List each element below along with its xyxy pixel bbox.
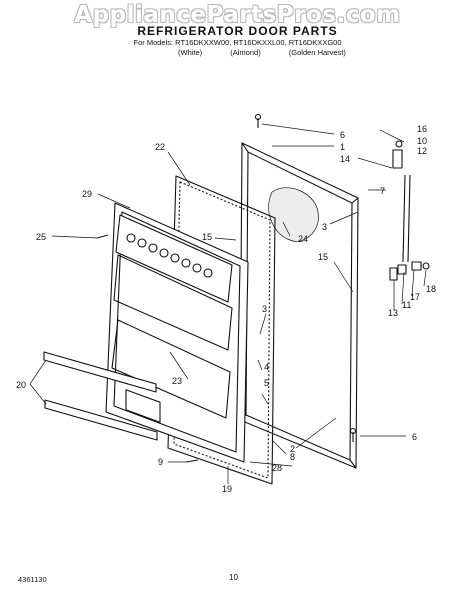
callout-28: 28 [272, 463, 282, 473]
color-golden-harvest: (Golden Harvest) [288, 48, 346, 57]
callout-14: 14 [340, 154, 350, 164]
page-number: 10 [229, 573, 238, 582]
model-list: For Models: RT16DKXXW00, RT16DKXXL00, RT… [133, 38, 342, 47]
bottom-hinge-parts [389, 261, 430, 281]
callout-22: 22 [155, 142, 165, 152]
callout-13: 13 [388, 308, 398, 318]
callout-12: 12 [417, 146, 427, 156]
egg-tray [115, 214, 233, 303]
callout-6-lower: 6 [412, 432, 417, 442]
callout-24: 24 [298, 234, 308, 244]
page-title: REFRIGERATOR DOOR PARTS [137, 24, 338, 38]
callout-5: 5 [264, 378, 269, 388]
callout-2: 2 [290, 444, 295, 454]
callout-11: 11 [402, 300, 411, 310]
document-code: 4361130 [18, 575, 47, 584]
outer-door-panel [239, 142, 359, 469]
callout-18: 18 [426, 284, 436, 294]
callout-3-upper: 3 [322, 222, 327, 232]
callout-29: 29 [82, 189, 92, 199]
callout-7: 7 [380, 186, 385, 196]
callout-8: 8 [290, 452, 295, 462]
top-hinge-assembly [392, 140, 411, 263]
callout-23: 23 [172, 376, 182, 386]
color-labels: (White) (Almond) (Golden Harvest) [178, 48, 372, 57]
watermark-logo: AppliancePartsPros.com [74, 2, 401, 28]
callout-25: 25 [36, 232, 46, 242]
color-almond: (Almond) [230, 48, 261, 57]
callout-16: 16 [417, 124, 427, 134]
screws [96, 113, 357, 463]
callout-19: 19 [222, 484, 232, 494]
callout-15-lower: 15 [318, 252, 328, 262]
callout-20: 20 [16, 380, 26, 390]
color-white: (White) [178, 48, 203, 57]
shelf-bars [43, 351, 158, 441]
callout-10: 10 [417, 136, 427, 146]
callout-3-lower: 3 [262, 304, 267, 314]
callout-1: 1 [340, 142, 345, 152]
leader-lines [29, 123, 427, 484]
callout-17: 17 [410, 292, 420, 302]
callout-4: 4 [264, 362, 269, 372]
callout-15-upper: 15 [202, 232, 212, 242]
callout-6: 6 [340, 130, 345, 140]
callout-9: 9 [158, 457, 163, 467]
